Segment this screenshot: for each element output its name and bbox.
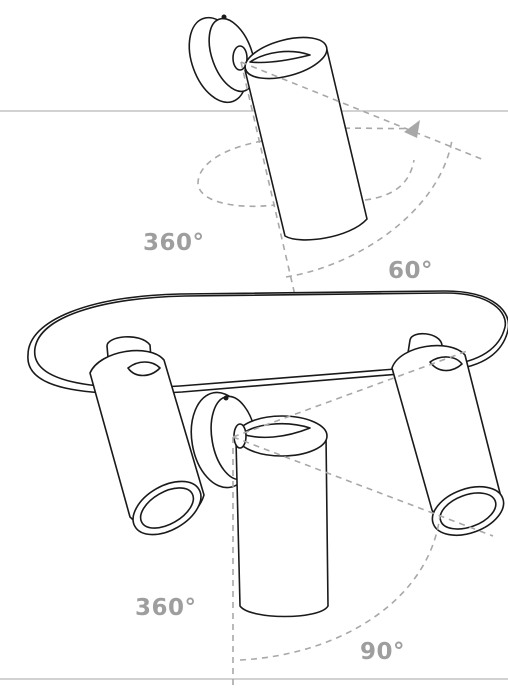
bottom-tilt-label: 90°	[360, 639, 406, 665]
center-spotlight	[190, 391, 329, 618]
mount-screw	[221, 14, 227, 20]
right-spot-lens	[439, 492, 497, 530]
bottom-tilt-axis-upper	[232, 349, 471, 438]
mount-neck	[232, 45, 248, 71]
tilt-arc-top	[285, 139, 453, 278]
rotation-arc-top-right	[364, 159, 415, 201]
rotation-arrow-head	[404, 120, 420, 138]
bottom-tilt-axis-horizontal	[232, 436, 494, 537]
left-spotlight	[89, 336, 205, 536]
spot-cylinder	[244, 49, 368, 241]
right-spot-slot	[429, 356, 463, 372]
rotation-arc-top	[197, 140, 276, 208]
bottom-tilt-guides	[232, 349, 494, 688]
top-rotation-label: 360°	[143, 230, 205, 256]
top-tilt-label: 60°	[388, 258, 434, 284]
spot-cylinder-slot	[249, 50, 311, 64]
center-mount-screw	[223, 395, 229, 401]
tilt-axis-vertical	[240, 61, 304, 331]
left-spot-slot	[127, 361, 161, 377]
left-spot-lens	[139, 487, 195, 529]
bottom-rotation-label: 360°	[135, 595, 197, 621]
right-spotlight	[391, 332, 505, 537]
single-spotlight	[188, 14, 485, 331]
bottom-tilt-arc	[239, 514, 441, 661]
center-spot-cylinder	[235, 435, 329, 618]
